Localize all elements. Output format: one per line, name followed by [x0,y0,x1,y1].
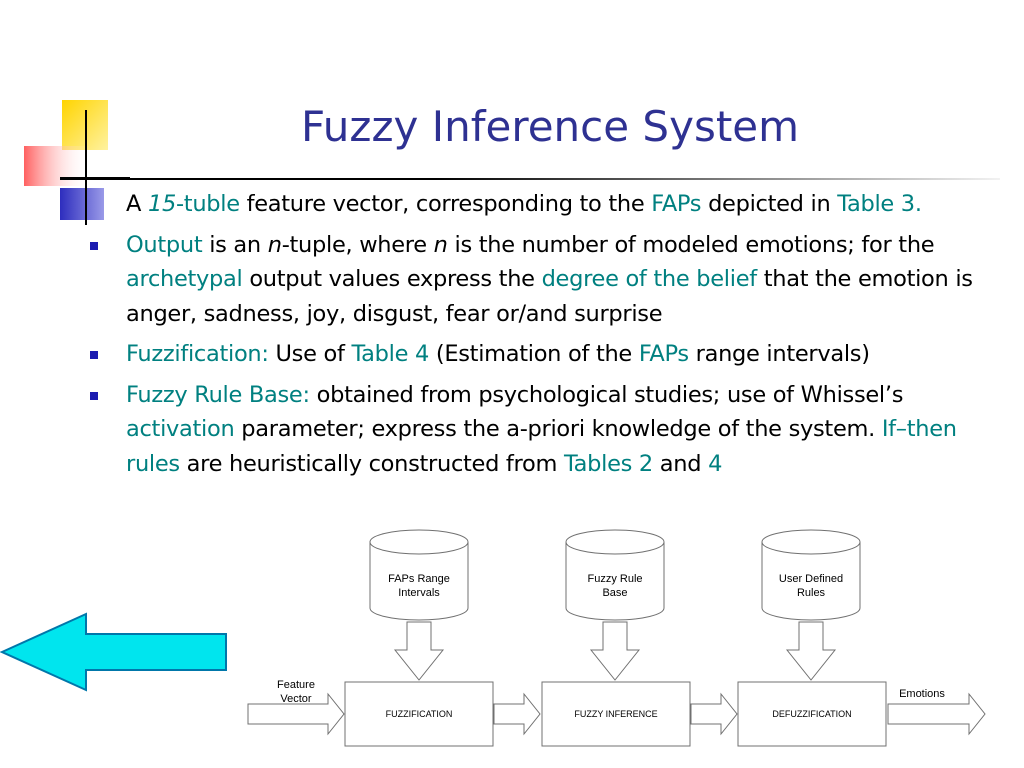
input-label: Feature [277,679,315,691]
body-text: is the number of modeled emotions; for t… [447,231,935,258]
down-arrow [589,621,641,681]
highlight-text: Fuzzy Rule Base: [126,381,310,408]
highlight-text: activation [126,416,235,442]
body-text: range intervals) [688,341,870,367]
bullet-marker [90,241,98,250]
body-text: n [267,231,282,258]
body-text: n [433,231,448,258]
flow-arrow [493,692,541,736]
highlight-text: 4 [708,450,723,477]
database-label: Rules [797,587,826,599]
highlight-text: If–then rules [126,416,957,477]
bullet-list: A 15-tuble feature vector, corresponding… [90,187,1000,487]
process-label: FUZZY INFERENCE [574,709,657,719]
highlight-text: Fuzzification: [126,341,269,367]
slide-title: Fuzzy Inference System [300,102,800,151]
highlight-text: archetypal [126,266,243,292]
body-text: obtained from psychological studies; use… [309,381,904,408]
database-label: Base [602,587,627,599]
process-box: FUZZY INFERENCE [541,681,691,747]
highlight-text: FAPs [638,341,689,367]
down-arrow [785,621,837,681]
process-box: FUZZIFICATION [344,681,494,747]
bullet-marker [90,391,98,400]
output-arrow [887,692,986,736]
title-divider [60,178,1000,180]
bullet-item: Fuzzy Rule Base: obtained from psycholog… [90,378,1000,482]
body-text: that the emotion is anger, sadness, joy,… [126,266,973,327]
body-text: -tuple, where [281,231,434,258]
output-label: Emotions [899,688,945,700]
database-label: Fuzzy Rule [587,573,642,585]
body-text: Use of [268,341,352,367]
back-arrow-icon[interactable] [0,612,228,692]
body-text: output values express the [242,266,542,292]
highlight-text: Table 4 [351,341,429,367]
body-text: A [126,191,148,217]
database-label: User Defined [779,573,843,585]
process-label: DEFUZZIFICATION [772,709,851,719]
bullet-item: Output is an n-tuple, where n is the num… [90,228,1000,332]
body-text: (Estimation of the [429,341,639,367]
highlight-text: 15 [147,191,176,217]
body-text: feature vector, corresponding to the [239,191,652,217]
body-text: is an [202,231,268,258]
bullet-item: Fuzzification: Use of Table 4 (Estimatio… [90,337,1000,372]
database-label: FAPs Range [388,573,450,585]
highlight-text: -tuble [175,191,240,217]
bullet-marker [90,351,98,359]
bullet-item: A 15-tuble feature vector, corresponding… [90,187,1000,222]
input-arrow [247,692,345,736]
highlight-text: Table 3. [837,191,922,217]
body-text: and [652,450,709,477]
input-label: Vector [280,693,312,705]
highlight-text: FAPs [651,191,702,217]
body-text: parameter; express the a-priori knowledg… [234,416,882,442]
highlight-text: degree of the belief [541,266,758,292]
body-text: are heuristically constructed from [179,450,564,477]
highlight-text: Output [126,231,203,258]
highlight-text: Tables 2 [563,450,653,477]
process-box: DEFUZZIFICATION [737,681,887,747]
database-label: Intervals [398,587,440,599]
process-label: FUZZIFICATION [386,709,453,719]
body-text: depicted in [701,191,838,217]
flow-arrow [690,692,738,736]
down-arrow [393,621,445,681]
